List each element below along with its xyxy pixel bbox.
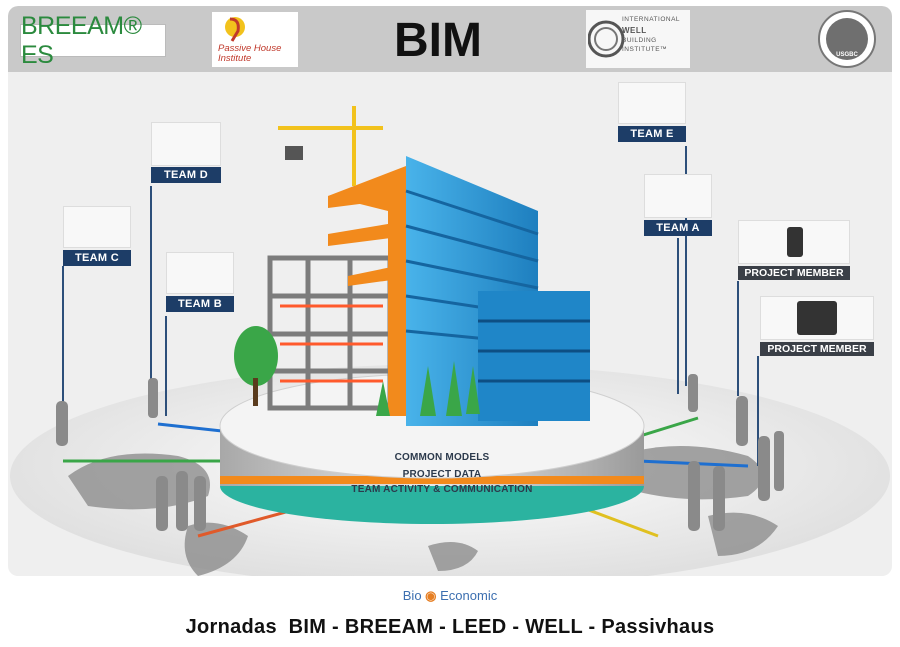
people xyxy=(56,374,784,531)
team-a-thumbnail xyxy=(644,174,712,218)
project-member-1-label: PROJECT MEMBER xyxy=(738,266,850,280)
bim-title: BIM xyxy=(394,13,482,67)
well-logo: INTERNATIONAL WELL BUILDING INSTITUTE™ xyxy=(586,10,690,68)
crane xyxy=(278,106,383,186)
passive-house-icon xyxy=(225,17,245,42)
team-b-thumbnail xyxy=(166,252,234,294)
leaf-icon xyxy=(826,18,868,60)
tablet-icon xyxy=(797,301,837,335)
team-d-label: TEAM D xyxy=(151,167,221,183)
team-c-label: TEAM C xyxy=(63,250,131,266)
team-d-thumbnail xyxy=(151,122,221,166)
bim-illustration-panel: BREEAM® ES Passive House Institute BIM I… xyxy=(8,6,892,576)
team-activity-text: TEAM ACTIVITY & COMMUNICATION xyxy=(351,484,533,495)
phone-icon xyxy=(787,227,803,257)
team-b-label: TEAM B xyxy=(166,296,234,312)
passive-house-logo: Passive House Institute xyxy=(212,12,298,67)
usgbc-logo: USGBC xyxy=(818,10,876,68)
breeam-logo: BREEAM® ES xyxy=(20,12,166,69)
well-ring-icon xyxy=(588,20,625,58)
team-a-label: TEAM A xyxy=(644,220,712,236)
common-models-text: COMMON MODELS xyxy=(394,452,490,463)
project-data-text: PROJECT DATA xyxy=(402,469,482,480)
team-e-label: TEAM E xyxy=(618,126,686,142)
team-e-thumbnail xyxy=(618,82,686,124)
blue-annex xyxy=(478,291,590,421)
bioeconomic-logo: Bio ◉ Economic xyxy=(402,588,498,603)
bioeconomic-mark-icon: ◉ xyxy=(421,588,441,603)
project-member-2-label: PROJECT MEMBER xyxy=(760,342,874,356)
project-member-2-thumbnail xyxy=(760,296,874,340)
project-member-1-thumbnail xyxy=(738,220,850,264)
orange-floors xyxy=(328,166,406,416)
trees xyxy=(234,326,480,416)
team-c-thumbnail xyxy=(63,206,131,248)
footer-title: Jornadas BIM - BREEAM - LEED - WELL - Pa… xyxy=(185,616,715,638)
logo-bar: BREEAM® ES Passive House Institute BIM I… xyxy=(8,6,892,72)
